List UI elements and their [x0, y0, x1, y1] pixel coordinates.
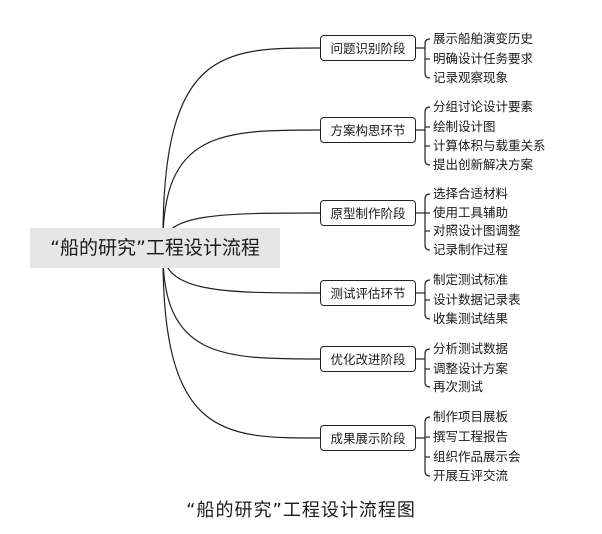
stage-box: 方案构思环节: [320, 117, 416, 143]
figure-caption: “船的研究”工程设计流程图: [186, 500, 416, 521]
stage-box: 测试评估环节: [320, 280, 416, 306]
root-to-stage-connector: [162, 47, 321, 249]
leaf-bracket: [424, 416, 431, 477]
leaf-item: 制作项目展板: [433, 409, 509, 424]
leaf-item: 使用工具辅助: [433, 205, 509, 220]
leaf-item: 撰写工程报告: [433, 429, 509, 444]
stage-box: 问题识别阶段: [320, 35, 416, 61]
leaf-item: 选择合适材料: [433, 186, 509, 201]
leaf-bracket: [424, 348, 431, 388]
leaf-item: 记录制作过程: [433, 242, 509, 257]
root-to-stage-connector: [162, 129, 321, 249]
stage-box: 原型制作阶段: [320, 200, 416, 226]
leaf-item: 组织作品展示会: [433, 449, 521, 464]
leaf-item: 分组讨论设计要素: [433, 99, 534, 114]
leaf-bracket: [424, 106, 431, 166]
leaf-bracket: [424, 193, 431, 251]
leaf-item: 分析测试数据: [433, 341, 509, 356]
leaf-item: 调整设计方案: [433, 361, 509, 376]
leaf-item: 收集测试结果: [433, 311, 509, 326]
leaf-item: 开展互评交流: [433, 468, 509, 483]
leaf-item: 再次测试: [433, 379, 484, 394]
root-node: “船的研究”工程设计流程: [30, 228, 280, 268]
leaf-item: 计算体积与载重关系: [433, 138, 546, 153]
root-to-stage-connector: [162, 247, 321, 439]
leaf-item: 绘制设计图: [433, 119, 496, 134]
stage-box: 优化改进阶段: [320, 346, 416, 372]
leaf-item: 记录观察现象: [433, 70, 509, 85]
stage-box: 成果展示阶段: [320, 425, 416, 451]
leaf-item: 明确设计任务要求: [433, 51, 534, 66]
leaf-item: 提出创新解决方案: [433, 157, 534, 172]
leaf-item: 设计数据记录表: [433, 292, 521, 307]
root-to-stage-connector: [162, 247, 321, 360]
leaf-item: 制定测试标准: [433, 272, 509, 287]
leaf-item: 展示船舶演变历史: [433, 31, 534, 46]
leaf-item: 对照设计图调整: [433, 223, 521, 238]
